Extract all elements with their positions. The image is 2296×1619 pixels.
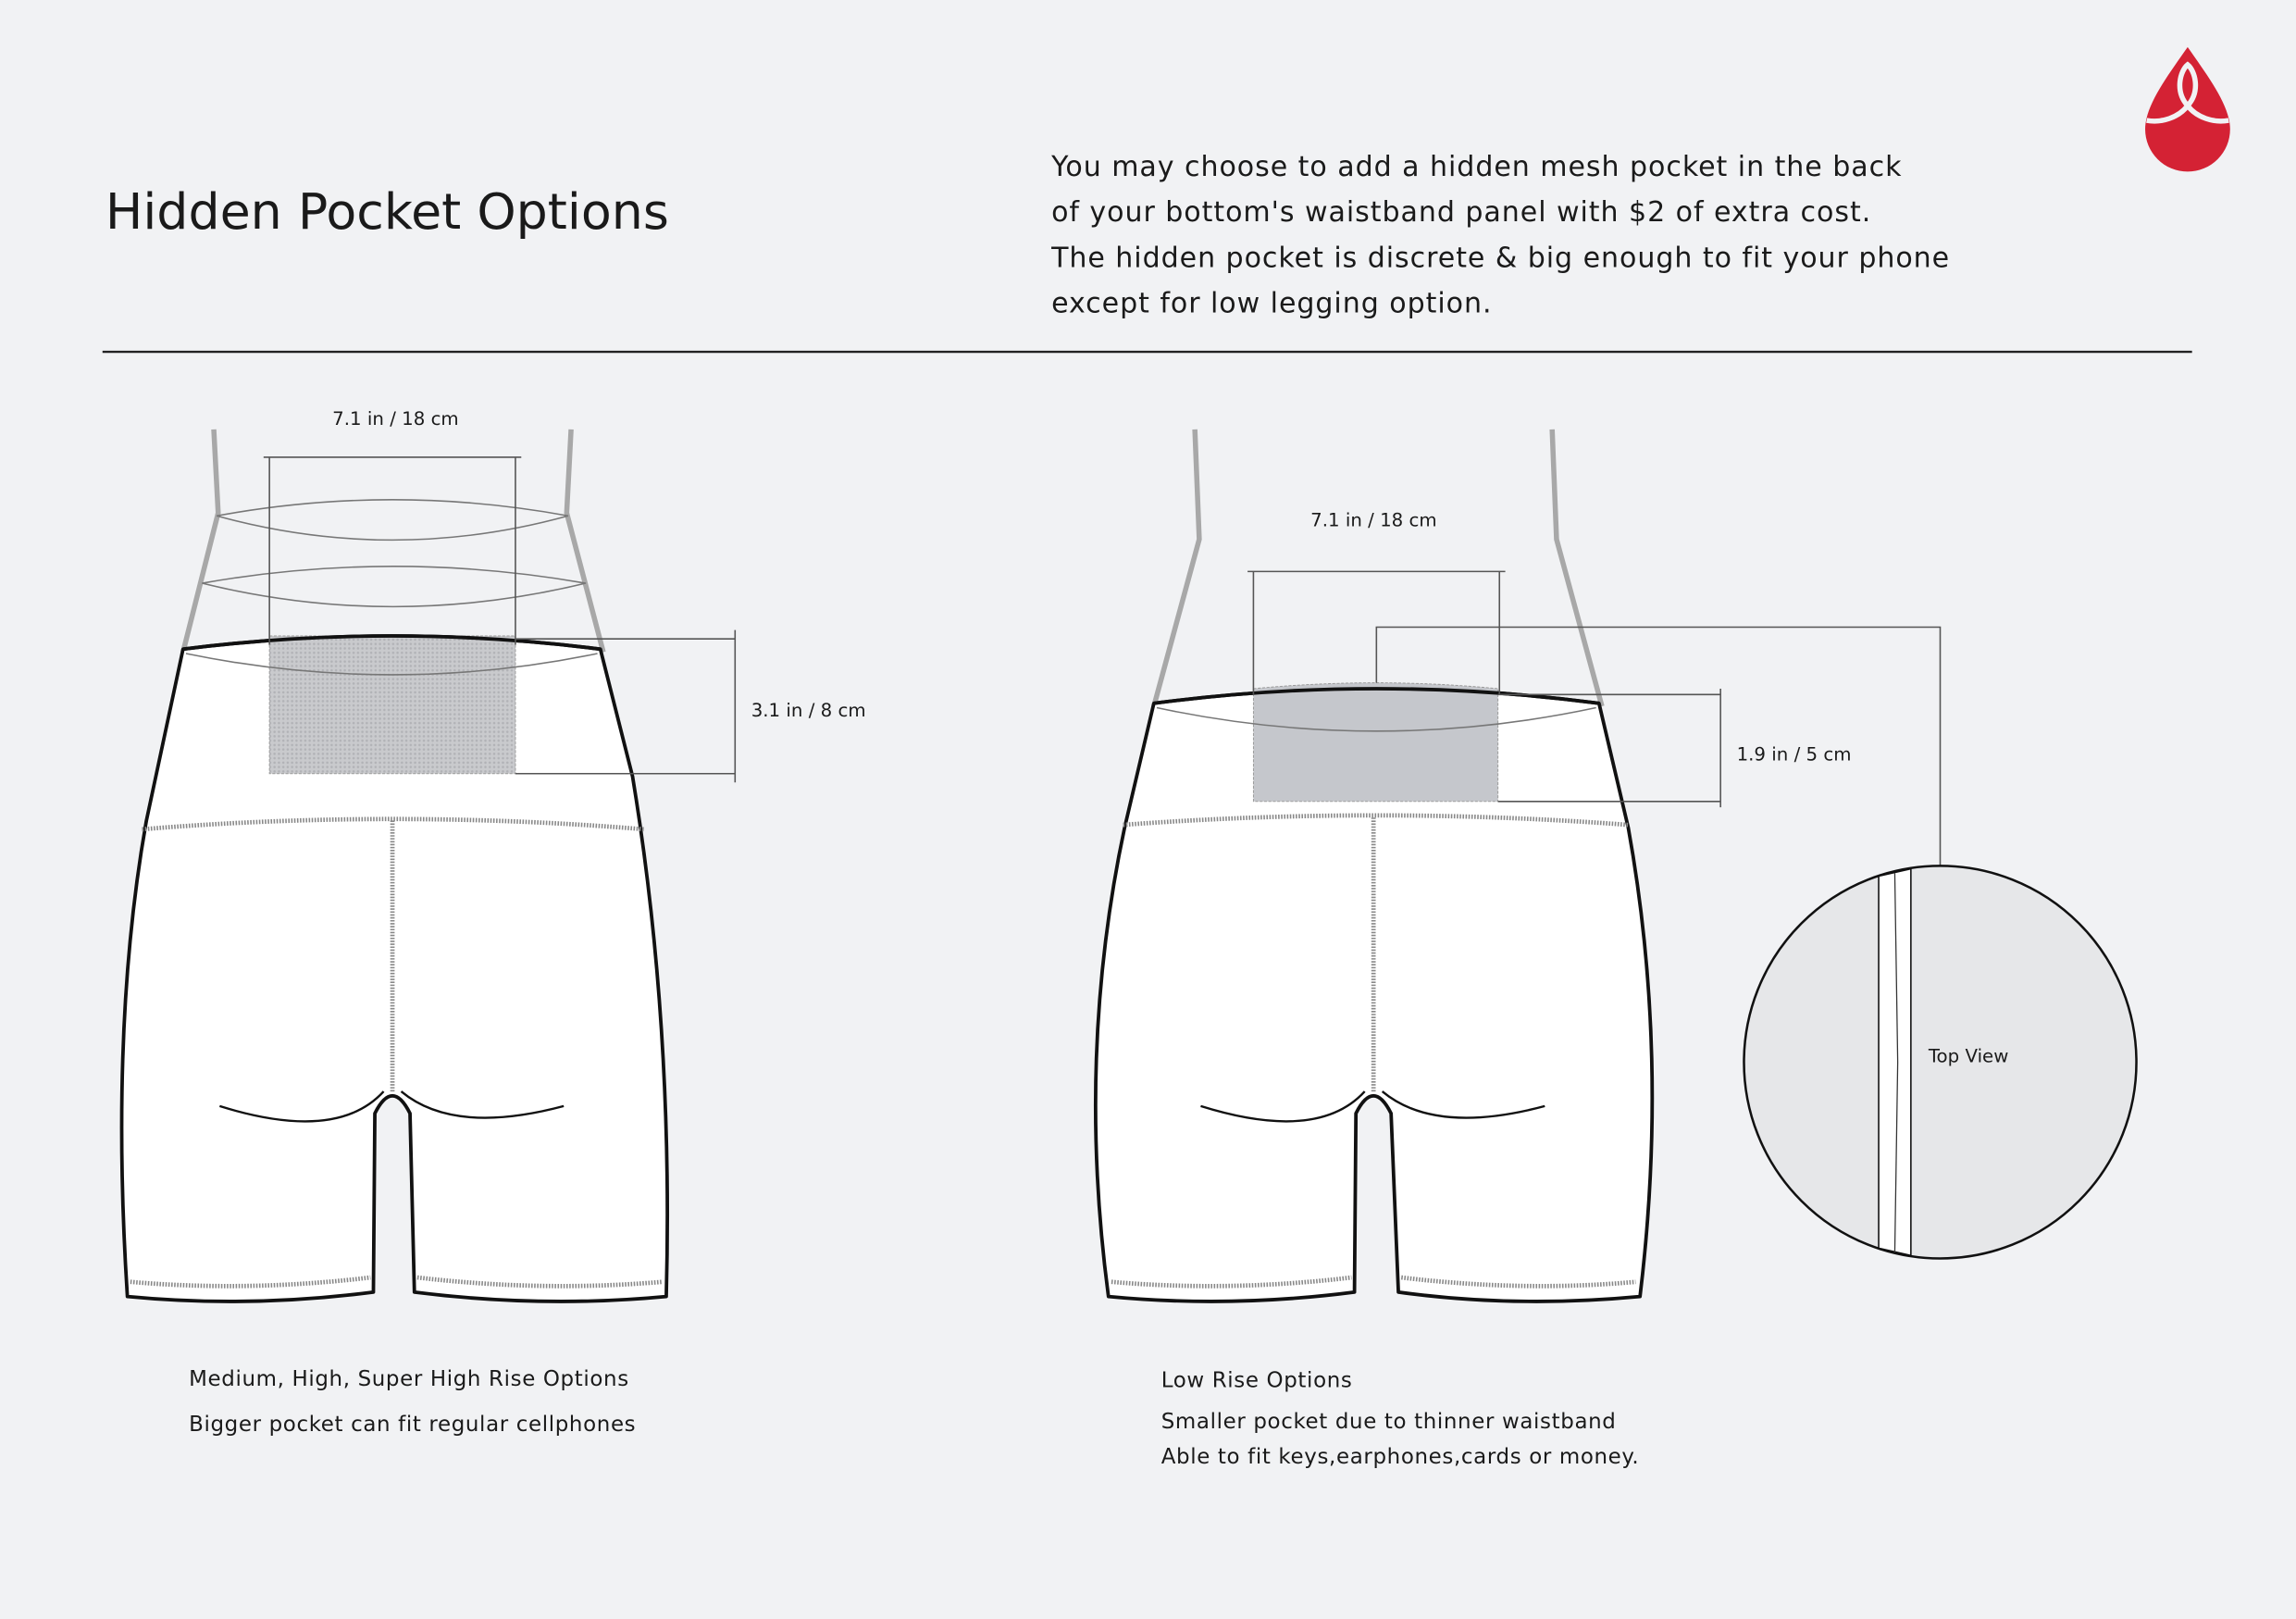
page-title: Hidden Pocket Options <box>105 182 669 241</box>
left-caption-title: Medium, High, Super High Rise Options <box>189 1367 629 1391</box>
right-caption-line-1: Smaller pocket due to thinner waistband <box>1161 1410 1617 1434</box>
right-caption-line-2: Able to fit keys,earphones,cards or mone… <box>1161 1445 1640 1469</box>
svg-text:of your bottom's waistband pan: of your bottom's waistband panel with $2… <box>1051 196 1871 229</box>
right-height-label: 1.9 in / 5 cm <box>1737 743 1852 765</box>
mesh-pocket-small <box>1252 682 1499 803</box>
svg-text:The hidden pocket is discrete: The hidden pocket is discrete & big enou… <box>1050 242 1950 274</box>
left-caption-text: Bigger pocket can fit regular cellphones <box>189 1413 636 1437</box>
right-shorts-illustration <box>1093 429 2138 1303</box>
left-height-label: 3.1 in / 8 cm <box>751 700 866 721</box>
right-caption-title: Low Rise Options <box>1161 1369 1353 1393</box>
mesh-pocket <box>268 635 516 775</box>
svg-text:You may choose to add a hidden: You may choose to add a hidden mesh pock… <box>1050 151 1902 183</box>
red-drop-logo-icon <box>2145 46 2230 172</box>
svg-text:except for low legging option.: except for low legging option. <box>1051 287 1492 319</box>
top-view-label: Top View <box>1928 1045 2009 1066</box>
left-shorts-illustration <box>119 429 737 1303</box>
right-width-label: 7.1 in / 18 cm <box>1310 509 1437 530</box>
description: You may choose to add a hidden mesh pock… <box>1050 151 1950 319</box>
left-width-label: 7.1 in / 18 cm <box>332 408 459 430</box>
